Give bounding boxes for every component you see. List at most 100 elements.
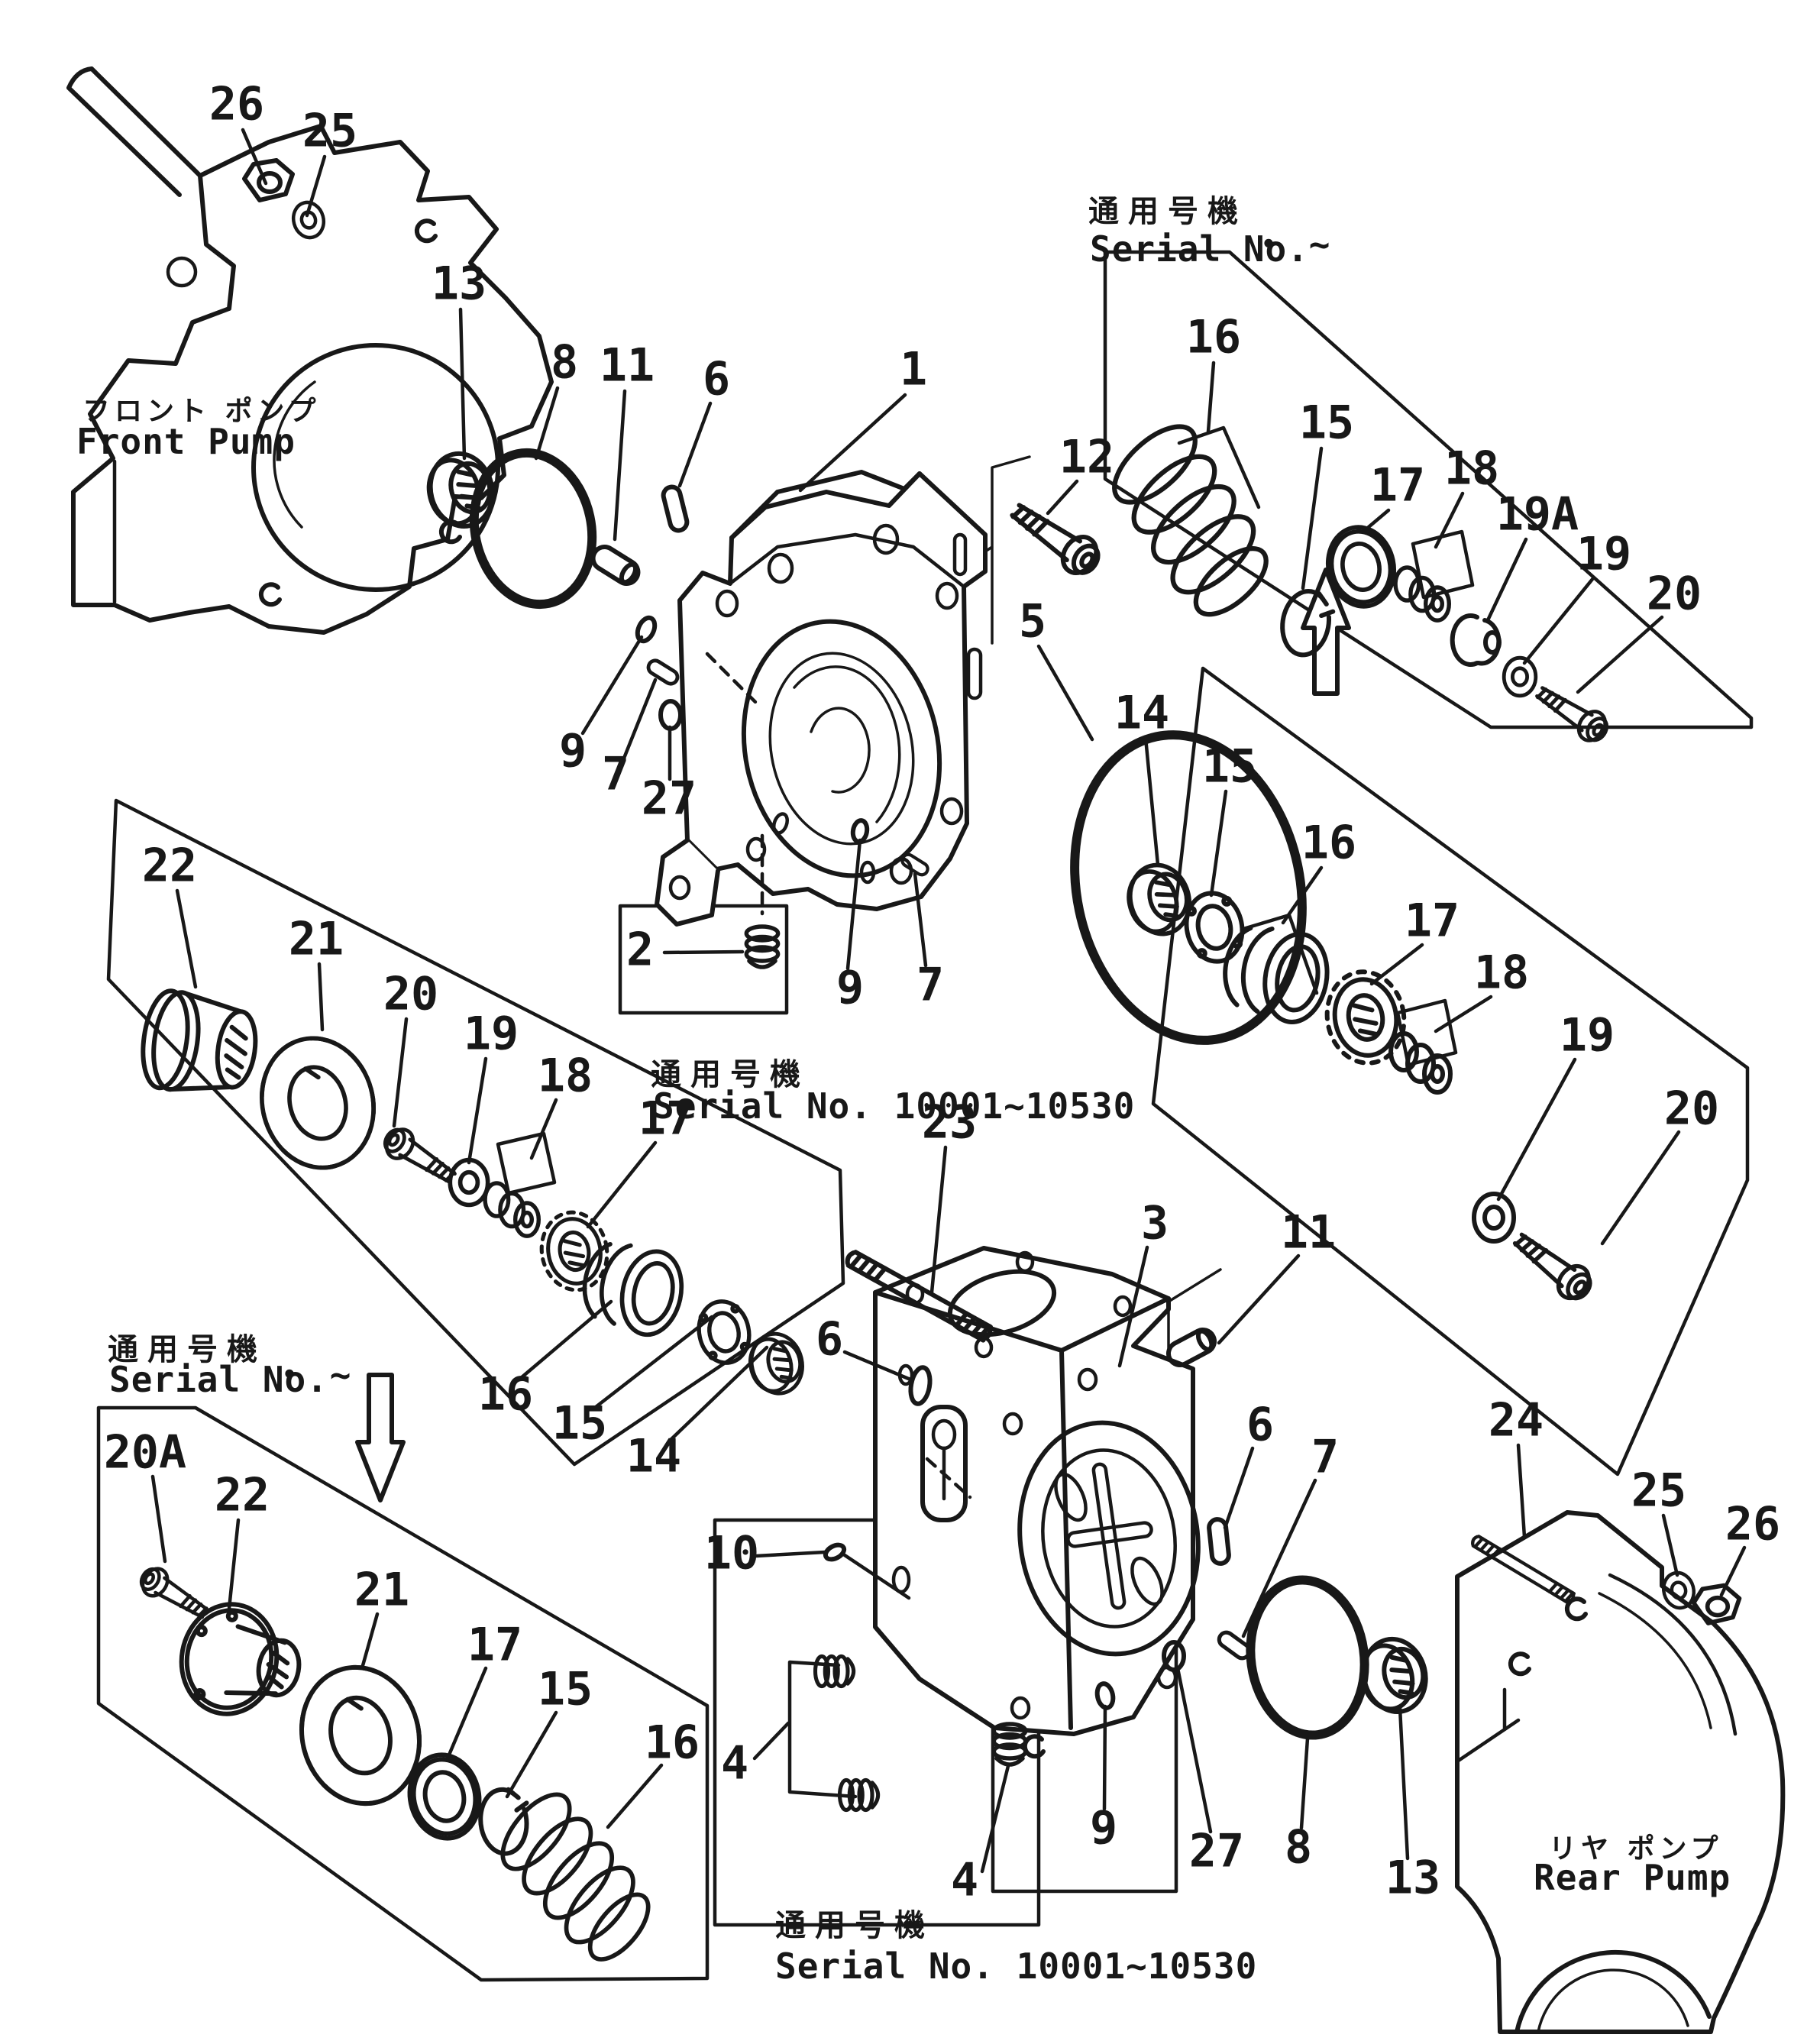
leader-line-16: [1206, 361, 1216, 434]
leader-line-17: [1369, 943, 1424, 986]
leader-line-11: [1217, 1253, 1301, 1345]
part-callout-6: 6: [703, 353, 730, 406]
serial-note-bottom: 通用号機 Serial No. 10001~10530: [775, 1908, 1256, 1987]
leader-line-9: [845, 838, 862, 971]
part-callout-3: 3: [1141, 1197, 1169, 1250]
part-callout-17: 17: [467, 1619, 522, 1672]
leader-line-20: [1576, 615, 1664, 694]
leader-line-6: [842, 1350, 913, 1382]
part-callout-22: 22: [215, 1469, 270, 1522]
o-ring-9c: [1094, 1681, 1116, 1710]
part-callout-26: 26: [1725, 1498, 1780, 1551]
leader-line-19a: [1485, 537, 1528, 623]
part-callout-26: 26: [209, 78, 264, 131]
part-callout-20: 20: [1664, 1082, 1719, 1136]
capsule-6: [661, 485, 688, 532]
leader-line-15: [1301, 446, 1324, 590]
leader-line-27: [1175, 1666, 1213, 1834]
o-ring-27b: [1162, 1640, 1186, 1672]
part-callout-22: 22: [142, 839, 197, 893]
panel-mid-left: [106, 798, 845, 1467]
bolt-20-tr: [1531, 679, 1612, 746]
part-callout-14: 14: [626, 1430, 681, 1483]
leader-line-18: [1434, 491, 1465, 549]
part-callout-8: 8: [551, 336, 578, 390]
part-callout-8: 8: [1285, 1821, 1312, 1874]
rings-16-mr: [1218, 922, 1334, 1027]
leader-line-26: [1719, 1545, 1747, 1597]
leader-line-7: [913, 872, 928, 968]
cam-ring-21-ml: [247, 1026, 388, 1181]
plate-15-ml: [693, 1297, 755, 1368]
housing-part-3: [873, 1246, 1201, 1756]
front-pump-label-en: Front Pump: [76, 421, 296, 462]
bushing-22-ml: [137, 988, 261, 1100]
part-callout-1: 1: [900, 343, 927, 396]
part-callout-4: 4: [721, 1737, 748, 1790]
part-callout-7: 7: [916, 959, 944, 1012]
leader-line-24: [1516, 1443, 1527, 1539]
part-callout-19a: 19A: [1496, 488, 1579, 542]
pin-7: [646, 658, 680, 687]
o-ring-10: [823, 1542, 847, 1562]
serial-note-jp: 通用号機: [108, 1332, 267, 1367]
part-callout-4: 4: [951, 1854, 978, 1907]
part-callout-19: 19: [1576, 528, 1631, 581]
o-ring-27: [658, 699, 683, 731]
leader-line-21: [360, 1612, 380, 1671]
part-callout-7: 7: [602, 748, 629, 801]
o-ring-8: [469, 448, 597, 610]
leader-line-14: [1143, 736, 1160, 867]
pin-11: [589, 542, 642, 587]
part-callout-17: 17: [1405, 894, 1460, 948]
leader-line-17: [586, 1140, 658, 1229]
leader-line-20: [392, 1017, 409, 1128]
plug-2: [746, 927, 777, 967]
part-callout-17: 17: [638, 1092, 693, 1146]
bushing-22-bl: [173, 1596, 308, 1726]
pin-11-lower: [1165, 1326, 1219, 1370]
leader-line-9: [580, 635, 644, 736]
o-ring-9: [635, 615, 658, 644]
leader-line-16: [519, 1299, 613, 1380]
o-ring-5: [1070, 730, 1307, 1045]
leader-line-16: [1281, 865, 1324, 925]
part-callout-16: 16: [645, 1716, 700, 1770]
leader-line-15: [1209, 789, 1228, 898]
leader-line-19: [1522, 576, 1595, 665]
leader-line-6: [677, 401, 713, 488]
part-callout-6: 6: [1246, 1399, 1274, 1452]
serial-note-top-right: 通用号機 Serial No. ・ ~: [1088, 194, 1330, 270]
part-callout-27: 27: [642, 772, 697, 826]
part-callout-11: 11: [600, 339, 655, 393]
leader-line-11: [613, 389, 627, 542]
part-callout-19: 19: [1560, 1009, 1615, 1063]
panel-top-right: [1103, 250, 1754, 729]
serial-note-jp: 通用号機: [1088, 194, 1247, 229]
part-callout-9: 9: [1090, 1802, 1117, 1855]
leader-line-16: [606, 1763, 664, 1829]
part-callout-24: 24: [1489, 1394, 1544, 1447]
bearing-14-ml: [744, 1328, 808, 1399]
leader-line-9: [1102, 1704, 1107, 1811]
o-ring-9b: [850, 818, 870, 844]
arrow-down-icon: [355, 1373, 406, 1502]
leader-line-25: [1661, 1513, 1679, 1577]
leader-line-12: [1046, 479, 1079, 516]
leader-line-10: [754, 1550, 827, 1558]
leader-line-2: [662, 949, 745, 955]
leader-line-17: [445, 1666, 488, 1761]
leader-line-14: [668, 1345, 769, 1442]
rear-pump-housing: [1455, 1510, 1786, 2034]
part-callout-5: 5: [1019, 595, 1046, 649]
leader-line-8: [1299, 1736, 1310, 1830]
serial-note-suffix: ・ ~: [1251, 224, 1330, 265]
leader-line-18: [1434, 995, 1493, 1033]
serial-note-suffix: ・ ~: [272, 1354, 351, 1396]
part-callout-15: 15: [1299, 396, 1354, 450]
part-callout-17: 17: [1370, 459, 1425, 513]
leader-line-13: [1398, 1706, 1410, 1861]
leader-line-20a: [150, 1474, 167, 1564]
spring-16-tr: [1089, 413, 1298, 627]
